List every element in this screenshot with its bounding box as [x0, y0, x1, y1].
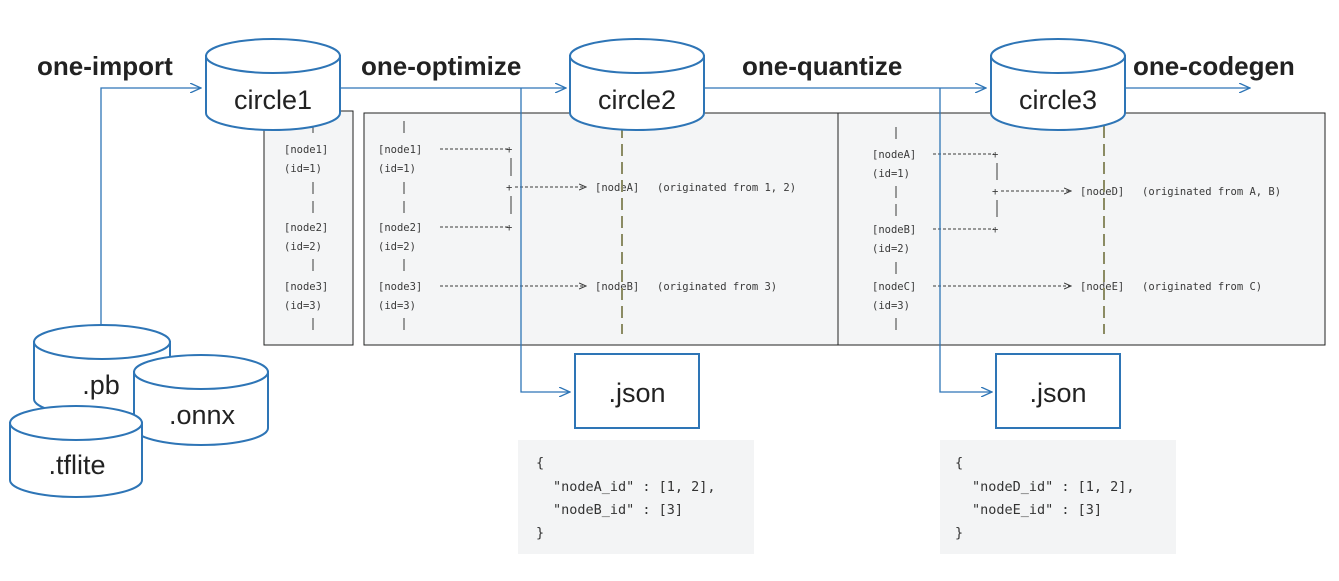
stage-label-quantize: one-quantize: [742, 51, 902, 81]
cylinder-onnx: .onnx: [133, 354, 269, 446]
trace3-nodeB: [nodeB]: [872, 224, 916, 236]
quantize-json-arrow: [939, 88, 992, 392]
svg-text:+: +: [992, 224, 998, 236]
json-label-optimize: .json: [608, 378, 665, 408]
cylinder-tflite: .tflite: [9, 405, 143, 498]
circle1-label: circle1: [234, 85, 312, 115]
trace2-node1: [node1]: [378, 144, 422, 156]
trace2-nodeB-origin: (originated from 3): [657, 281, 777, 293]
stage-label-optimize: one-optimize: [361, 51, 521, 81]
trace-box-circle3: [837, 112, 1326, 346]
circle3-label: circle3: [1019, 85, 1097, 115]
trace1-id2: (id=2): [284, 241, 322, 253]
trace1-node3: [node3]: [284, 281, 328, 293]
code1-line2: "nodeB_id" : [3]: [553, 502, 683, 518]
code-snippet-optimize: { "nodeA_id" : [1, 2], "nodeB_id" : [3] …: [518, 440, 754, 554]
trace3-nodeA: [nodeA]: [872, 149, 916, 161]
code1-close: }: [536, 525, 544, 541]
trace3-id1: (id=1): [872, 168, 910, 180]
trace2-id1: (id=1): [378, 163, 416, 175]
code2-line2: "nodeE_id" : [3]: [972, 502, 1102, 518]
trace3-nodeE-origin: (originated from C): [1142, 281, 1262, 293]
trace1-node2: [node2]: [284, 222, 328, 234]
trace2-nodeA: [nodeA]: [595, 182, 639, 194]
trace3-nodeC: [nodeC]: [872, 281, 916, 293]
trace-box-circle2: [363, 112, 839, 346]
stage-label-codegen: one-codegen: [1133, 51, 1295, 81]
trace3-nodeE: [nodeE]: [1080, 281, 1124, 293]
trace3-id3: (id=3): [872, 300, 910, 312]
trace1-id3: (id=3): [284, 300, 322, 312]
svg-text:+: +: [506, 182, 512, 194]
cylinder-circle2: circle2: [569, 38, 705, 131]
trace2-id3: (id=3): [378, 300, 416, 312]
trace-circle2: [node1] + (id=1) + [nodeA] (originated f…: [378, 121, 796, 334]
svg-text:+: +: [992, 186, 998, 198]
trace3-nodeD: [nodeD]: [1080, 186, 1124, 198]
stage-label-import: one-import: [37, 51, 173, 81]
code2-open: {: [955, 455, 963, 471]
pb-label: .pb: [82, 370, 120, 400]
trace-circle1: [node1] (id=1) [node2] (id=2) [node3] (i…: [284, 121, 328, 330]
trace2-id2: (id=2): [378, 241, 416, 253]
trace2-nodeB: [nodeB]: [595, 281, 639, 293]
trace2-node3: [node3]: [378, 281, 422, 293]
code2-line1: "nodeD_id" : [1, 2],: [972, 479, 1135, 495]
trace2-nodeA-origin: (originated from 1, 2): [657, 182, 796, 194]
cylinder-circle1: circle1: [205, 38, 341, 131]
trace-circle3: [nodeA] + (id=1) + [nodeD] (originated f…: [872, 126, 1281, 334]
trace1-id1: (id=1): [284, 163, 322, 175]
trace1-node1: [node1]: [284, 144, 328, 156]
json-box-optimize: [574, 353, 700, 429]
trace2-node2: [node2]: [378, 222, 422, 234]
svg-text:+: +: [506, 222, 512, 234]
onnx-label: .onnx: [169, 400, 236, 430]
svg-text:+: +: [992, 149, 998, 161]
code2-close: }: [955, 525, 963, 541]
json-label-quantize: .json: [1029, 378, 1086, 408]
code-snippet-quantize: { "nodeD_id" : [1, 2], "nodeE_id" : [3] …: [940, 440, 1176, 554]
optimize-json-arrow: [520, 88, 570, 392]
trace3-nodeD-origin: (originated from A, B): [1142, 186, 1281, 198]
code1-line1: "nodeA_id" : [1, 2],: [553, 479, 716, 495]
json-box-quantize: [995, 353, 1121, 429]
circle2-label: circle2: [598, 85, 676, 115]
cylinder-circle3: circle3: [990, 38, 1126, 131]
tflite-label: .tflite: [48, 450, 105, 480]
import-flow-arrow: [100, 88, 201, 325]
code1-open: {: [536, 455, 544, 471]
trace-box-circle1: [263, 110, 354, 346]
svg-text:+: +: [506, 144, 512, 156]
trace3-id2: (id=2): [872, 243, 910, 255]
